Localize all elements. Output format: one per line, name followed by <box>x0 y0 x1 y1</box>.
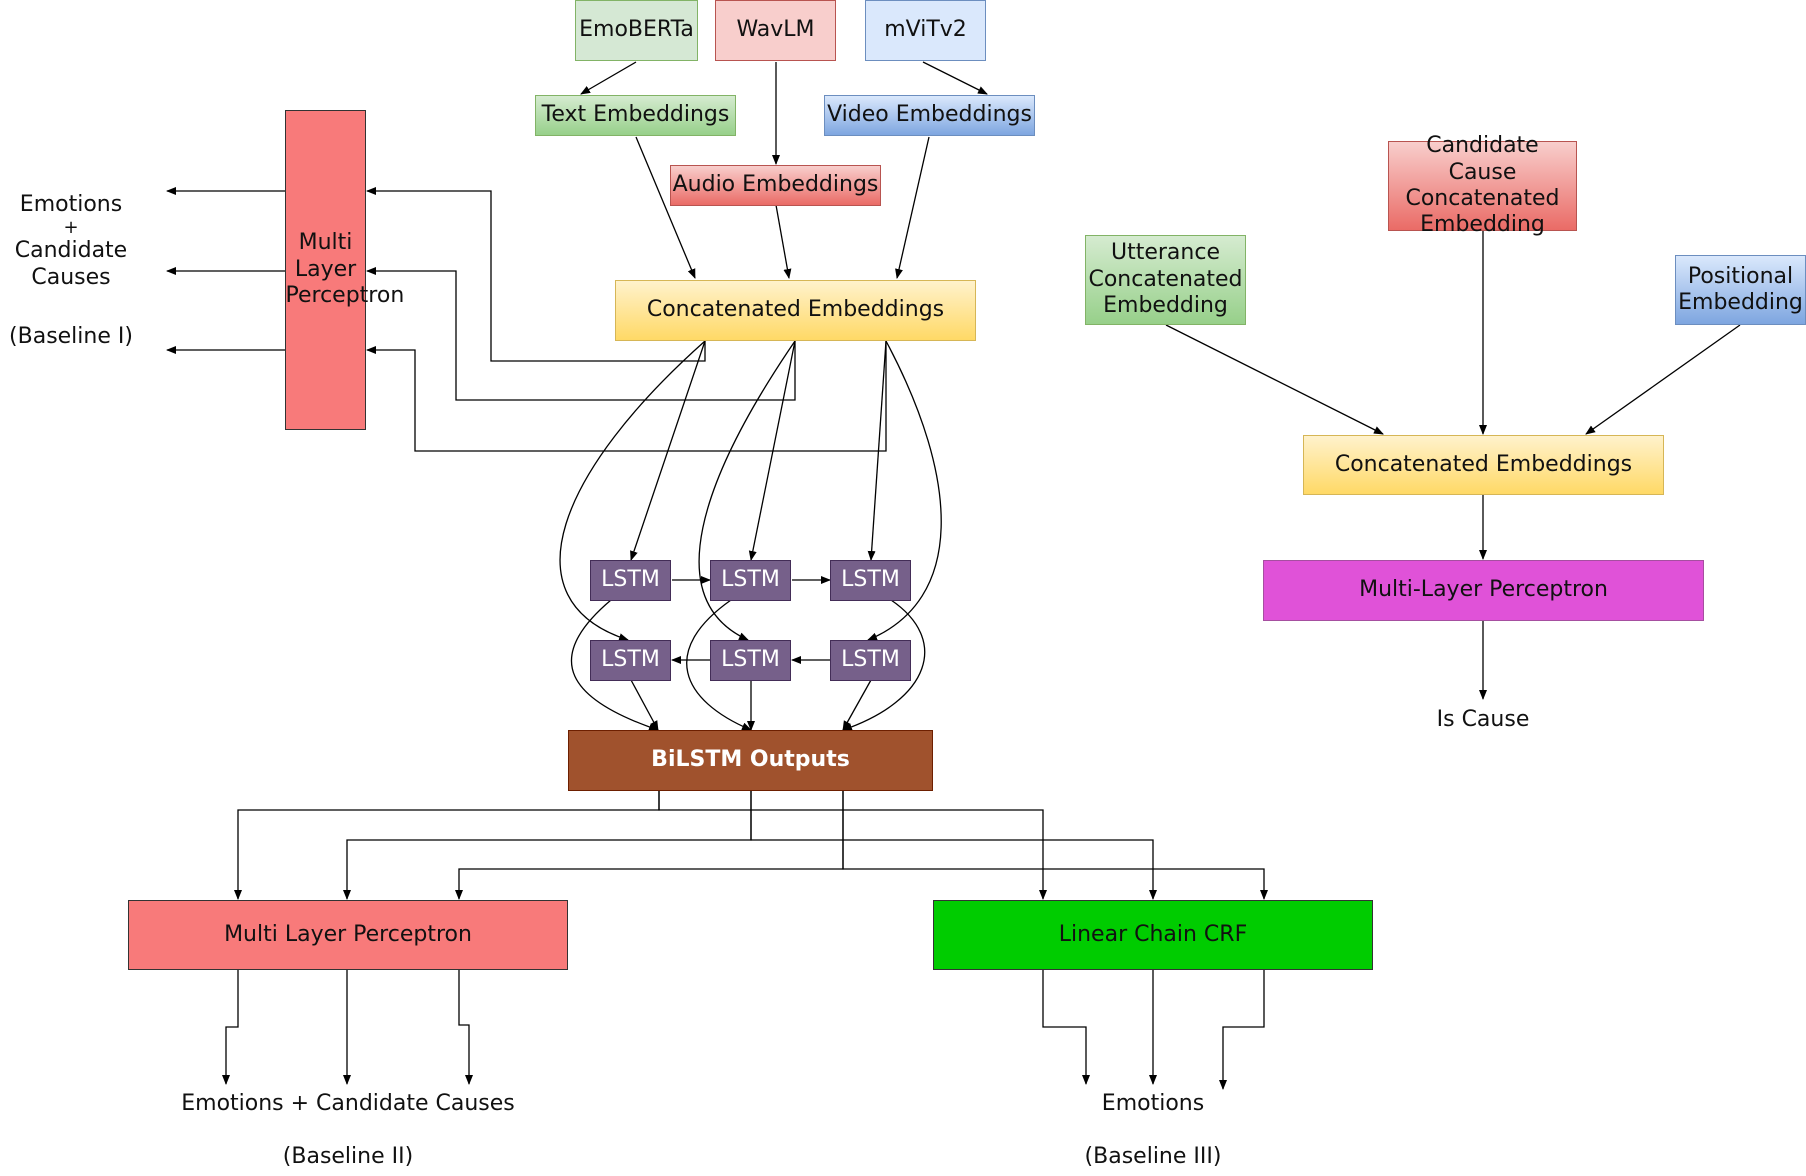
bilstm-outputs-label: BiLSTM Outputs <box>651 747 850 773</box>
arrow-lstm-f2-bilstm <box>686 599 752 731</box>
positional-embedding-box: Positional Embedding <box>1675 255 1806 325</box>
candidate-cause-embedding-box: Candidate Cause Concatenated Embedding <box>1388 133 1577 237</box>
baseline2-output: Emotions + Candidate Causes <box>181 1091 515 1116</box>
mvitv2-label: mViTv2 <box>884 17 967 43</box>
baseline1-name: (Baseline I) <box>9 324 133 349</box>
concatenated-embeddings-label: Concatenated Embeddings <box>646 297 945 323</box>
arrow-lstm-f1-bilstm <box>570 599 659 731</box>
arrow-emoberta-text <box>580 61 637 95</box>
lstm-forward-2-label: LSTM <box>721 567 780 593</box>
baseline1-output-plus: + <box>63 217 79 239</box>
baseline2-mlp-box: Multi Layer Perceptron <box>128 900 568 970</box>
baseline2-mlp-label: Multi Layer Perceptron <box>224 921 472 947</box>
cause-mlp-label: Multi-Layer Perceptron <box>1359 577 1608 603</box>
wavlm-label: WavLM <box>736 17 815 43</box>
lstm-backward-2: LSTM <box>710 640 791 681</box>
video-embeddings-box: Video Embeddings <box>824 95 1035 136</box>
text-embeddings-label: Text Embeddings <box>541 102 730 128</box>
cause-concatenated-embeddings-box: Concatenated Embeddings <box>1303 435 1664 495</box>
arrow-mlp2-out-3 <box>458 970 473 1085</box>
arrow-bilstm-crf-b <box>750 791 1157 900</box>
arrow-text-concat <box>635 136 696 279</box>
arrow-video-concat <box>895 136 930 279</box>
arrow-concat-lstm-f2 <box>748 340 796 561</box>
utterance-embedding-label: Utterance Concatenated Embedding <box>1088 240 1243 319</box>
baseline1-output-line1: Emotions <box>19 192 123 217</box>
baseline1-mlp-label: Multi Layer Perceptron <box>285 230 405 309</box>
lstm-backward-1-label: LSTM <box>601 647 660 673</box>
arrow-utterance-concat <box>1165 324 1384 435</box>
arrow-concat-lstm-f3 <box>867 340 887 561</box>
positional-embedding-label: Positional Embedding <box>1678 263 1803 315</box>
baseline1-output-text: Emotions + Candidate Causes <box>0 192 142 291</box>
arrow-bilstm-mlp2-c <box>455 791 844 900</box>
lstm-forward-3: LSTM <box>830 560 911 601</box>
lstm-backward-1: LSTM <box>590 640 671 681</box>
lstm-forward-1: LSTM <box>590 560 671 601</box>
cause-concatenated-embeddings-label: Concatenated Embeddings <box>1334 451 1633 477</box>
utterance-embedding-box: Utterance Concatenated Embedding <box>1085 235 1246 325</box>
lstm-forward-1-label: LSTM <box>601 567 660 593</box>
concatenated-embeddings-box: Concatenated Embeddings <box>615 280 976 341</box>
arrow-lstm-b3-bilstm <box>842 679 872 731</box>
arrow-bilstm-mlp2-b <box>343 791 752 900</box>
baseline1-output-line2: Candidate Causes <box>14 238 128 290</box>
bilstm-outputs-box: BiLSTM Outputs <box>568 730 933 791</box>
lstm-backward-3: LSTM <box>830 640 911 681</box>
arrow-bilstm-mlp2-a <box>234 791 660 900</box>
baseline3-output: Emotions <box>1101 1091 1205 1116</box>
emoberta-label: EmoBERTa <box>579 17 694 43</box>
arrow-positional-concat <box>1585 324 1741 435</box>
video-embeddings-label: Video Embeddings <box>827 102 1032 128</box>
arrow-lstm-b1-bilstm <box>630 679 659 731</box>
arrow-bilstm-crf-a <box>658 791 1047 900</box>
arrow-concat-lstm-b3 <box>867 340 942 641</box>
arrow-mvitv2-video <box>922 61 988 95</box>
arrow-mlp2-out-1 <box>222 970 239 1085</box>
lstm-forward-3-label: LSTM <box>841 567 900 593</box>
text-embeddings-box: Text Embeddings <box>535 95 736 136</box>
linear-chain-crf-label: Linear Chain CRF <box>1058 921 1248 947</box>
arrow-audio-concat <box>775 204 792 279</box>
arrow-concat-lstm-b1 <box>559 340 706 642</box>
arrow-concat-lstm-b2 <box>698 340 796 641</box>
arrow-bilstm-crf-c <box>842 791 1268 900</box>
arrow-crf-out-1 <box>1042 970 1090 1085</box>
arrow-crf-out-3 <box>1219 970 1265 1090</box>
lstm-backward-3-label: LSTM <box>841 647 900 673</box>
arrow-concat-lstm-f1 <box>630 340 706 561</box>
lstm-forward-2: LSTM <box>710 560 791 601</box>
arrow-concat-mlp1-a <box>366 187 706 362</box>
arrow-concat-mlp1-c <box>366 341 887 452</box>
baseline1-mlp-box: Multi Layer Perceptron <box>285 110 405 430</box>
audio-embeddings-label: Audio Embeddings <box>672 172 879 198</box>
baseline2-name: (Baseline II) <box>282 1144 414 1169</box>
lstm-backward-2-label: LSTM <box>721 647 780 673</box>
emoberta-box: EmoBERTa <box>575 0 698 61</box>
candidate-cause-embedding-label: Candidate Cause Concatenated Embedding <box>1405 133 1560 238</box>
wavlm-box: WavLM <box>715 0 836 61</box>
arrow-lstm-f3-bilstm <box>842 599 926 731</box>
cause-mlp-box: Multi-Layer Perceptron <box>1263 560 1704 621</box>
mvitv2-box: mViTv2 <box>865 0 986 61</box>
arrow-concat-mlp1-b <box>366 267 796 401</box>
baseline3-name: (Baseline III) <box>1084 1144 1222 1169</box>
audio-embeddings-box: Audio Embeddings <box>670 165 881 206</box>
linear-chain-crf-box: Linear Chain CRF <box>933 900 1373 970</box>
is-cause-output: Is Cause <box>1436 707 1530 732</box>
